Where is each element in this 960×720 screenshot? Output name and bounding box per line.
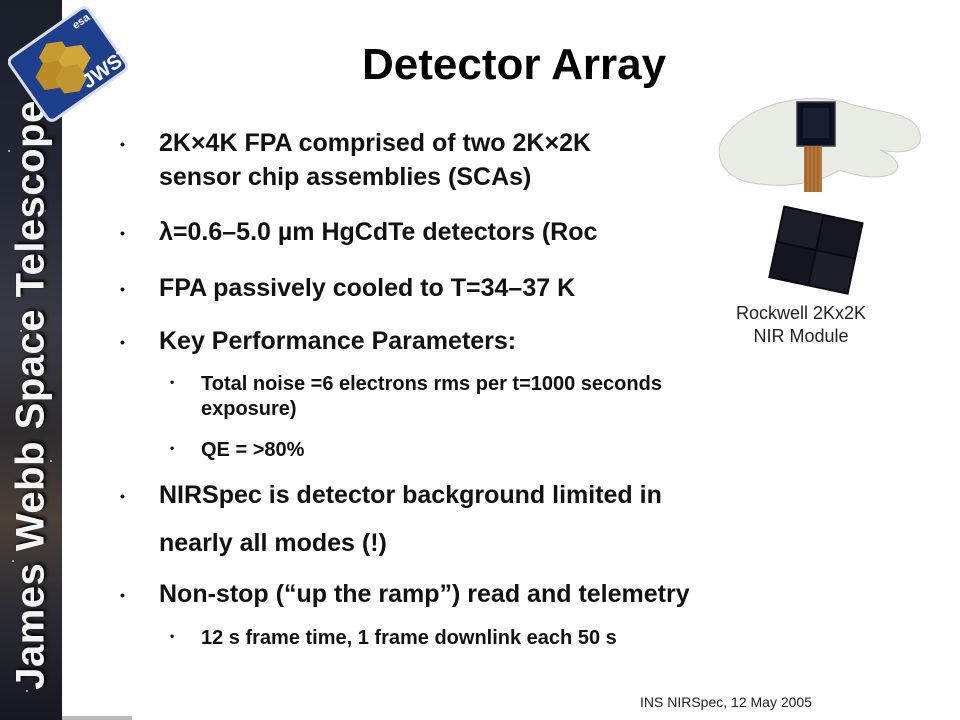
banner-title: James Webb Space Telescope bbox=[8, 100, 53, 690]
star-dot bbox=[50, 460, 52, 462]
star-dot bbox=[12, 560, 14, 562]
star-dot bbox=[20, 330, 22, 332]
bullet-background-line2: nearly all modes (!) bbox=[159, 529, 387, 557]
sub-bullet-qe: QE = >80% bbox=[201, 439, 305, 461]
bullet-key-parameters: Key Performance Parameters: bbox=[159, 327, 517, 355]
caption-line-1: Rockwell 2Kx2K bbox=[735, 303, 867, 323]
image-caption: Rockwell 2Kx2K NIR Module bbox=[716, 302, 886, 348]
detector-module-image bbox=[718, 97, 921, 295]
bullet-readout: Non-stop (“up the ramp”) read and teleme… bbox=[159, 580, 690, 608]
bullet-fpa-line2: sensor chip assemblies (SCAs) bbox=[159, 163, 532, 191]
bullet-marker: • bbox=[120, 225, 125, 241]
bullet-cooling: FPA passively cooled to T=34–37 K bbox=[159, 274, 576, 302]
bullet-marker: • bbox=[120, 136, 125, 152]
star-dot bbox=[40, 640, 42, 642]
bullet-fpa-line1: 2K×4K FPA comprised of two 2K×2K bbox=[159, 129, 592, 157]
sub-bullet-noise-line2: exposure) bbox=[201, 398, 297, 420]
sub-bullet-marker: • bbox=[170, 441, 175, 455]
star-dot bbox=[44, 210, 46, 212]
bullet-marker: • bbox=[120, 334, 125, 350]
bullet-marker: • bbox=[120, 281, 125, 297]
sub-bullet-marker: • bbox=[170, 629, 175, 643]
jwst-logo: esa JWST bbox=[8, 6, 128, 122]
star-dot bbox=[26, 690, 28, 692]
bullet-marker: • bbox=[120, 587, 125, 603]
star-dot bbox=[8, 150, 10, 152]
sub-bullet-marker: • bbox=[170, 375, 175, 389]
footer-text: INS NIRSpec, 12 May 2005 bbox=[640, 694, 812, 710]
sub-bullet-noise-line1: Total noise =6 electrons rms per t=1000 … bbox=[201, 373, 662, 395]
page-title: Detector Array bbox=[362, 40, 667, 89]
bullet-background-line1: NIRSpec is detector background limited i… bbox=[159, 481, 662, 509]
caption-line-2: NIR Module bbox=[753, 326, 849, 346]
bullet-detectors: λ=0.6–5.0 µm HgCdTe detectors (Roc bbox=[159, 218, 598, 246]
bullet-marker: • bbox=[120, 488, 125, 504]
banner-bottom-bar bbox=[62, 716, 132, 720]
sub-bullet-frame-time: 12 s frame time, 1 frame downlink each 5… bbox=[201, 627, 617, 649]
